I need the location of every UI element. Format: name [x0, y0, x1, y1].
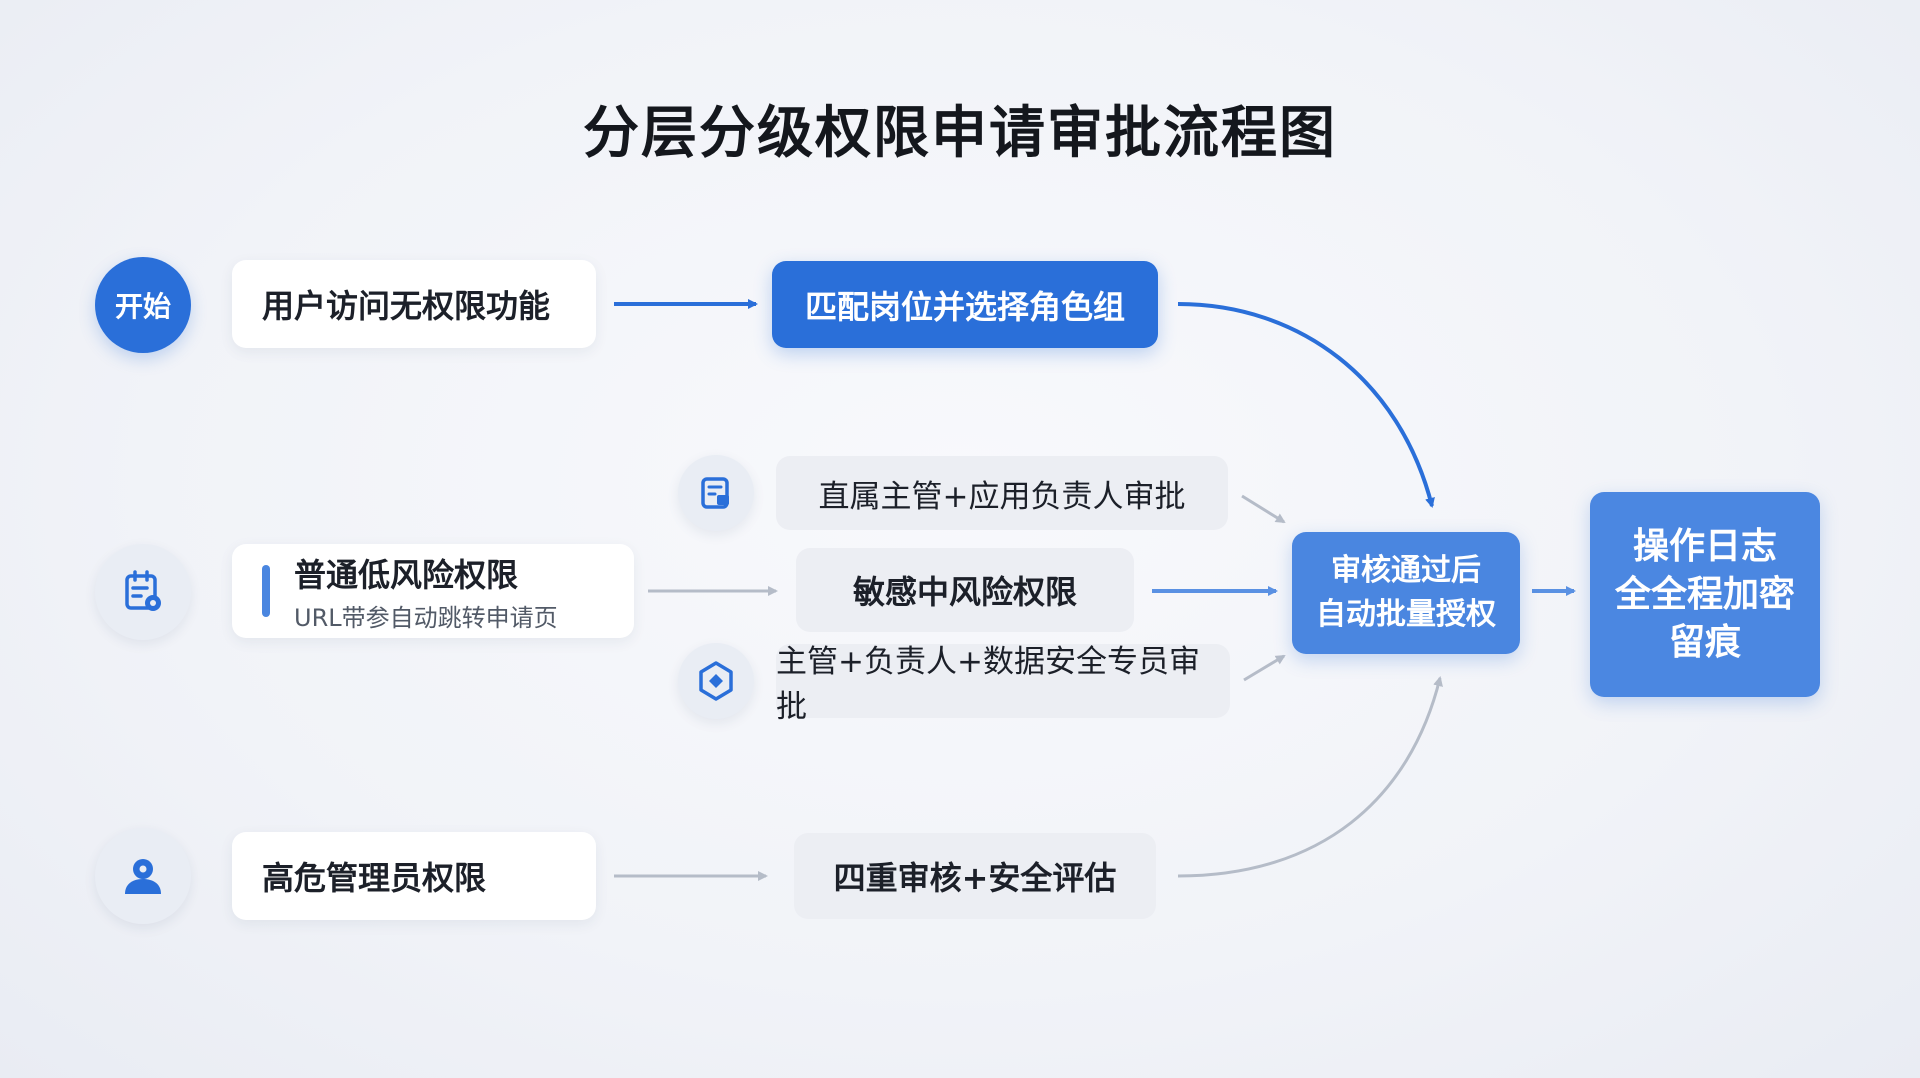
operation-log-line1: 操作日志 — [1632, 525, 1777, 567]
low-risk-title: 普通低风险权限 — [294, 555, 519, 594]
user-icon — [125, 859, 161, 894]
operation-log-line3: 留痕 — [1668, 621, 1741, 663]
approval-b-icon-circle — [678, 643, 754, 719]
approval-a-label: 直属主管+应用负责人审批 — [818, 478, 1186, 515]
quadruple-review-box: 四重审核+安全评估 — [794, 833, 1156, 919]
auto-grant-box: 审核通过后 自动批量授权 — [1292, 532, 1520, 654]
medium-risk-label: 敏感中风险权限 — [852, 573, 1077, 611]
approval-a-icon-circle — [678, 455, 754, 531]
approval-b-label: 主管+负责人+数据安全专员审批 — [776, 644, 1200, 725]
arrow-match-to-auto-grant — [1177, 302, 1435, 508]
calendar-icon — [125, 570, 161, 611]
start-label: 开始 — [114, 290, 171, 323]
access-no-permission-box: 用户访问无权限功能 — [232, 260, 596, 348]
low-risk-icon-circle — [95, 544, 191, 640]
operation-log-box: 操作日志 全全程加密 留痕 — [1590, 492, 1820, 697]
operation-log-line2: 全全程加密 — [1614, 573, 1795, 615]
page-title: 分层分级权限申请审批流程图 — [583, 101, 1337, 166]
low-risk-subtitle: URL带参自动跳转申请页 — [294, 603, 558, 632]
document-icon — [701, 477, 729, 509]
approval-a-box: 直属主管+应用负责人审批 — [776, 456, 1228, 530]
medium-risk-box: 敏感中风险权限 — [796, 548, 1134, 632]
match-role-group-box: 匹配岗位并选择角色组 — [772, 261, 1158, 348]
auto-grant-line2: 自动批量授权 — [1316, 597, 1496, 632]
arrow-review-to-auto-grant — [1177, 676, 1443, 878]
high-risk-label: 高危管理员权限 — [262, 859, 487, 897]
match-role-group-label: 匹配岗位并选择角色组 — [804, 287, 1125, 326]
high-risk-box: 高危管理员权限 — [232, 832, 596, 920]
arrow-approval-b-to-auto-grant — [1243, 654, 1286, 682]
high-risk-icon-circle — [95, 828, 191, 924]
shield-icon — [699, 661, 733, 701]
low-risk-box: 普通低风险权限 URL带参自动跳转申请页 — [232, 544, 634, 638]
start-node: 开始 — [95, 257, 191, 353]
quadruple-review-label: 四重审核+安全评估 — [833, 859, 1117, 897]
approval-b-box: 主管+负责人+数据安全专员审批 — [776, 644, 1230, 725]
accent-bar — [262, 565, 270, 617]
arrow-approval-a-to-auto-grant — [1241, 494, 1286, 524]
access-no-permission-label: 用户访问无权限功能 — [262, 287, 551, 325]
auto-grant-line1: 审核通过后 — [1331, 553, 1481, 588]
